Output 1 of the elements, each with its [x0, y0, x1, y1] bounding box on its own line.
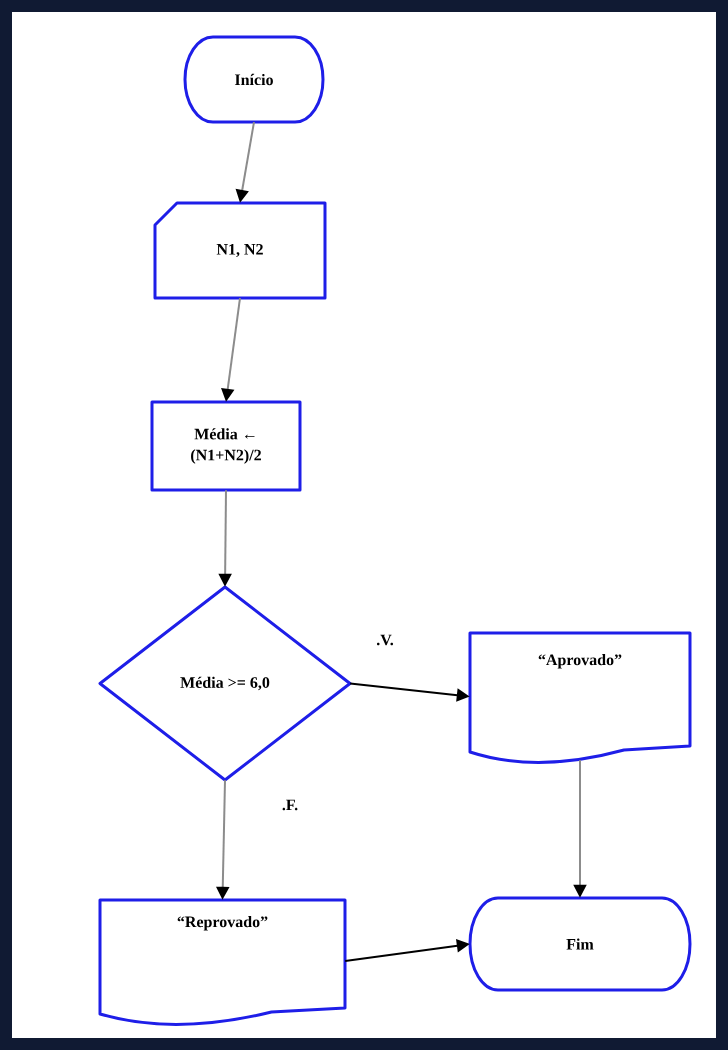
process-box: Média ← (N1+N2)/2 — [150, 400, 302, 492]
